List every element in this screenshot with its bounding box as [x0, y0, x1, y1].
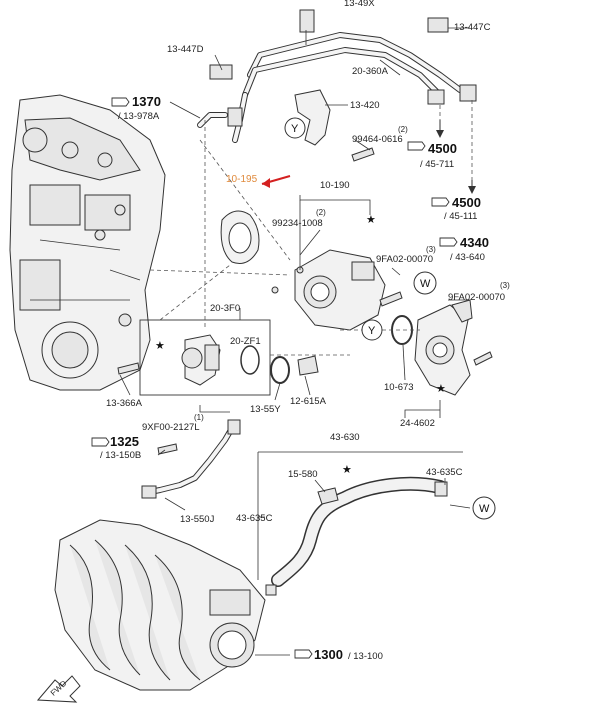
- label-24-4602: 24-4602: [400, 418, 435, 429]
- label-10-673: 10-673: [384, 382, 414, 393]
- throttle-body: [271, 249, 386, 331]
- callout-circle-y: [284, 117, 306, 139]
- label-99234: 99234-1008: [272, 218, 323, 229]
- label-13-150b: / 13-150B: [100, 450, 141, 461]
- label-15-580: 15-580: [288, 469, 318, 480]
- star-mark: ★: [436, 383, 446, 395]
- gasket-20-zf1: [240, 345, 260, 375]
- ref-pointer-icon: [91, 437, 110, 447]
- egr-valve: [181, 334, 221, 386]
- label-13-420: 13-420: [350, 100, 380, 111]
- label-13-49x: 13-49X: [344, 0, 375, 9]
- star-mark: ★: [342, 464, 352, 476]
- label-1300: 1300: [314, 647, 343, 662]
- label-43-635c-a: 43-635C: [426, 467, 463, 478]
- label-99464: 99464-0616: [352, 134, 403, 145]
- label-4340: 4340: [460, 235, 489, 250]
- vacuum-pipes: [197, 9, 477, 143]
- callout-y-text: Y: [291, 123, 299, 135]
- label-qty: (2): [316, 208, 326, 217]
- fwd-arrow-icon: [36, 675, 81, 703]
- label-43-635c-b: 43-635C: [236, 513, 273, 524]
- label-13-447d: 13-447D: [167, 44, 204, 55]
- label-43-640: / 43-640: [450, 252, 485, 263]
- bolt-99464: [351, 147, 375, 162]
- label-qty: (1): [194, 413, 204, 422]
- label-13-447c: 13-447C: [454, 22, 491, 33]
- egr-pipe: [141, 419, 241, 499]
- ref-pointer-icon: [294, 649, 313, 659]
- ref-pointer-icon: [407, 141, 426, 151]
- label-qty: (2): [398, 125, 408, 134]
- star-mark: ★: [366, 214, 376, 226]
- callout-circle-y: [361, 319, 383, 341]
- engine-block: [9, 94, 166, 391]
- label-qty: (3): [426, 245, 436, 254]
- label-1370: 1370: [132, 94, 161, 109]
- clip-12-615a: [297, 355, 319, 376]
- star-mark: ★: [155, 340, 165, 352]
- label-20-360a: 20-360A: [352, 66, 389, 77]
- callout-y-text: Y: [368, 325, 376, 337]
- label-10-190: 10-190: [320, 180, 350, 191]
- label-43-630: 43-630: [330, 432, 360, 443]
- ref-pointer-icon: [111, 97, 130, 107]
- ref-pointer-icon: [439, 237, 458, 247]
- callout-w-text: W: [420, 278, 431, 290]
- label-9fa02-b: 9FA02-00070: [448, 292, 505, 303]
- label-20-3f0: 20-3F0: [210, 303, 240, 314]
- bracket-13-420: [294, 89, 331, 146]
- label-9fa02-a: 9FA02-00070: [376, 254, 433, 265]
- water-hose: [265, 476, 448, 596]
- label-10-195: 10-195: [226, 174, 258, 185]
- label-9xf00: 9XF00-2127L: [142, 422, 200, 433]
- label-qty: (3): [500, 281, 510, 290]
- ref-pointer-icon: [431, 197, 450, 207]
- callout-w-text: W: [479, 503, 490, 515]
- label-1325: 1325: [110, 434, 139, 449]
- callout-circle-w: [413, 271, 437, 295]
- water-outlet: [391, 299, 473, 396]
- intake-manifold: [54, 519, 266, 691]
- label-45-711: / 45-711: [420, 159, 454, 170]
- oring-13-55y: [270, 356, 290, 384]
- label-20-zf1: 20-ZF1: [230, 336, 261, 347]
- label-13-550j: 13-550J: [180, 514, 215, 525]
- label-12-615a: 12-615A: [290, 396, 327, 407]
- callout-circle-w: [472, 496, 496, 520]
- label-13-55y: 13-55Y: [250, 404, 281, 415]
- label-4500-b: 4500: [452, 195, 481, 210]
- label-45-111: / 45-111: [444, 211, 477, 222]
- label-13-100: / 13-100: [348, 651, 383, 662]
- label-13-366a: 13-366A: [106, 398, 143, 409]
- label-4500-a: 4500: [428, 141, 457, 156]
- label-13-978a: / 13-978A: [118, 111, 160, 122]
